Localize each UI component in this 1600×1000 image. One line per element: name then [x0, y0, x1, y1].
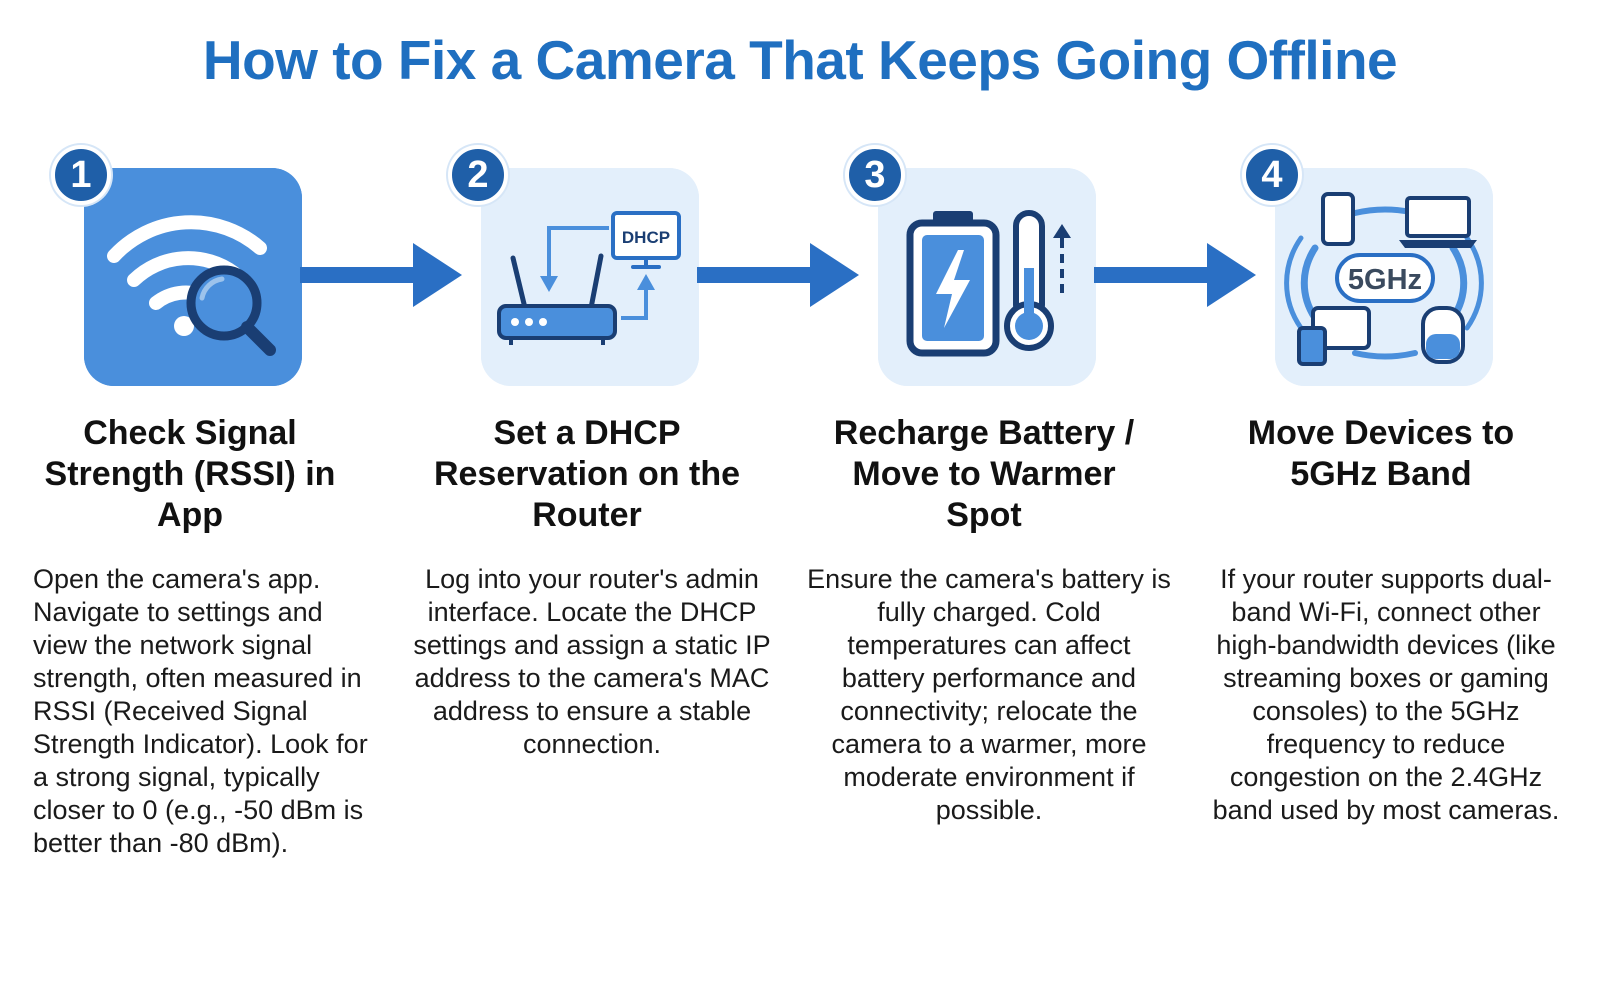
step-4: 5GHz 4 Move Devices to 5GHz Band If your… — [1211, 145, 1600, 995]
step-1-number-badge: 1 — [51, 145, 111, 205]
step-4-title: Move Devices to 5GHz Band — [1247, 414, 1515, 493]
step-1-icon-box — [84, 168, 302, 386]
arrow-right-icon — [300, 243, 462, 307]
wifi-search-icon — [84, 168, 302, 386]
step-1-to-2-arrow — [300, 240, 465, 310]
router-dhcp-icon: DHCP — [481, 168, 699, 386]
arrow-right-icon — [1094, 243, 1256, 307]
step-2-icon-box: DHCP — [481, 168, 699, 386]
battery-thermometer-icon — [878, 168, 1096, 386]
5ghz-label: 5GHz — [1348, 264, 1422, 296]
arrow-right-icon — [697, 243, 859, 307]
step-3-title: Recharge Battery / Move to Warmer Spot — [833, 414, 1135, 534]
page-title: How to Fix a Camera That Keeps Going Off… — [202, 29, 1398, 91]
step-2: DHCP 2 — [413, 145, 859, 995]
step-4-description: If your router supports dual-band Wi-Fi,… — [1212, 564, 1560, 825]
step-3: 3 Recharge Battery / Move to Warmer Spot… — [807, 145, 1256, 995]
step-2-description: Log into your router's admin interface. … — [413, 564, 771, 759]
step-2-title: Set a DHCP Reservation on the Router — [433, 414, 741, 534]
dhcp-label: DHCP — [622, 228, 670, 247]
step-4-icon-box: 5GHz — [1275, 168, 1493, 386]
step-3-icon-box — [878, 168, 1096, 386]
step-3-to-4-arrow — [1094, 240, 1259, 310]
step-3-number-badge: 3 — [845, 145, 905, 205]
steps-row: 1 Check Signal Strength (RSSI) in App Op… — [20, 145, 1600, 995]
step-4-number-badge: 4 — [1242, 145, 1302, 205]
step-3-description: Ensure the camera's battery is fully cha… — [807, 564, 1171, 825]
5ghz-devices-icon: 5GHz — [1275, 168, 1493, 386]
step-1-description: Open the camera's app. Navigate to setti… — [33, 564, 368, 858]
step-2-to-3-arrow — [697, 240, 862, 310]
step-2-number-badge: 2 — [448, 145, 508, 205]
step-1-title: Check Signal Strength (RSSI) in App — [44, 414, 336, 534]
step-1: 1 Check Signal Strength (RSSI) in App Op… — [20, 145, 462, 995]
